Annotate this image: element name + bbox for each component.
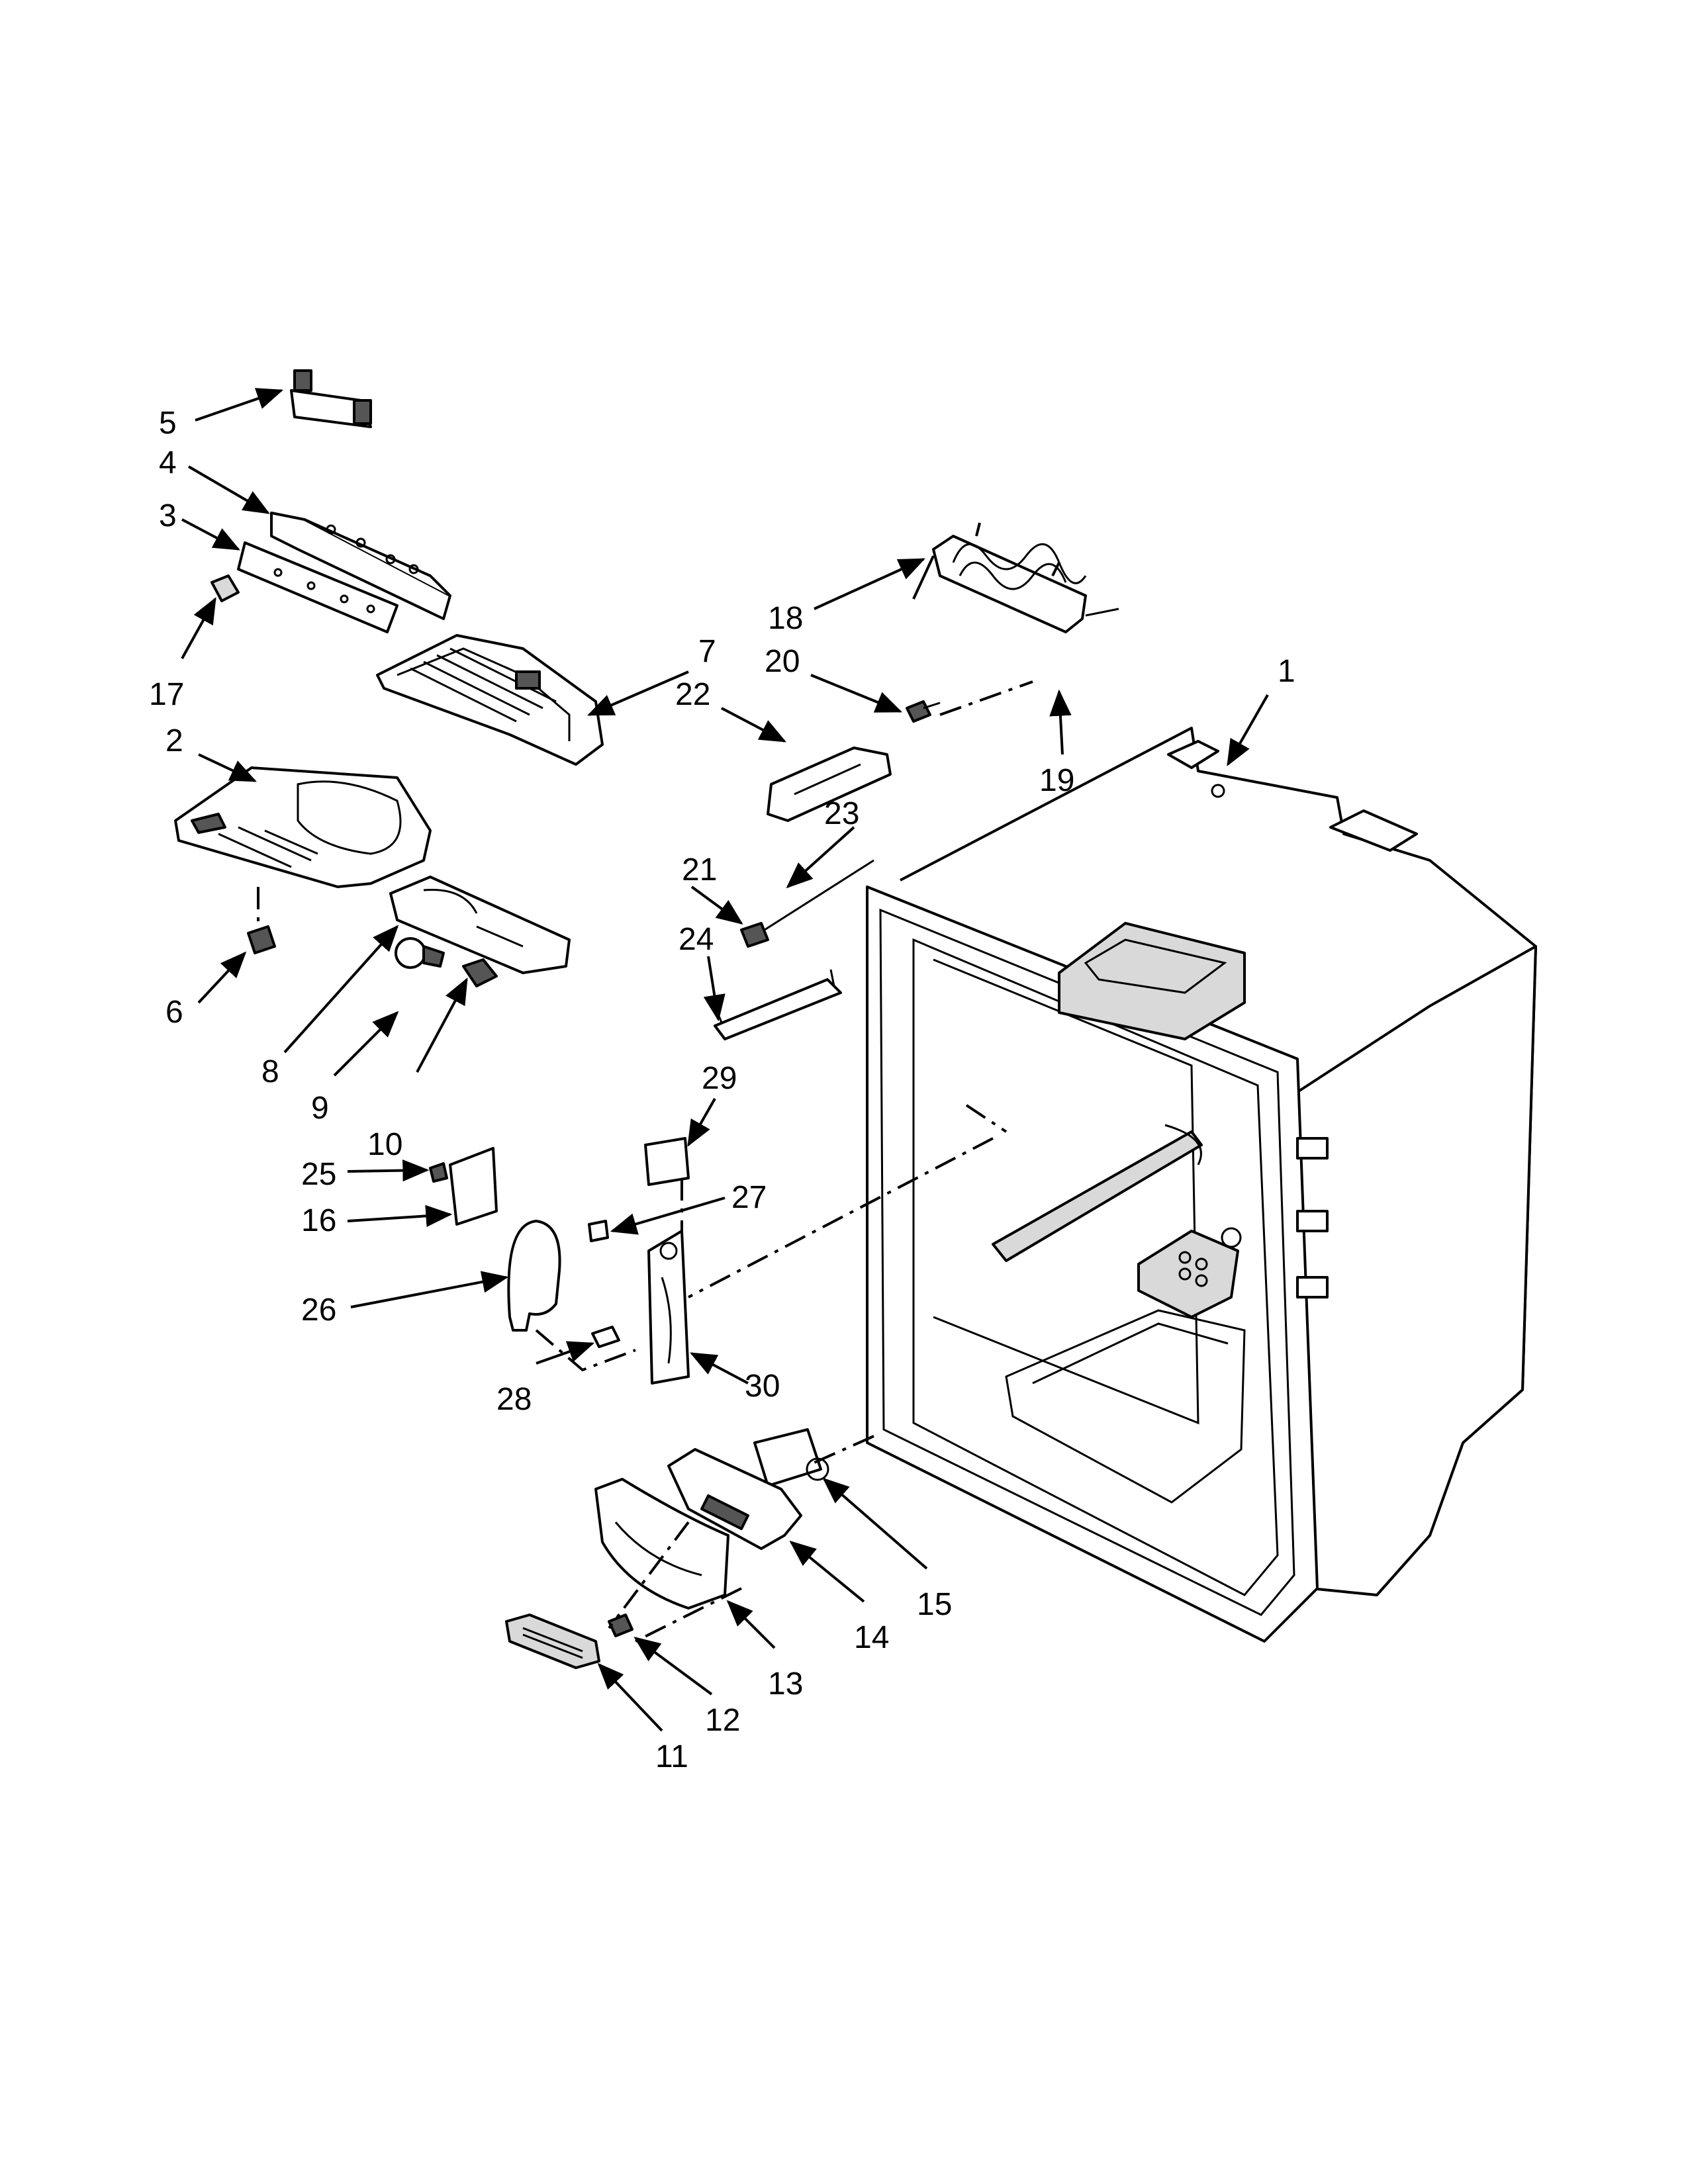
part-8-lamp-housing	[389, 876, 571, 974]
part-17-knob	[211, 574, 240, 602]
part-3-control-board	[237, 541, 399, 633]
callout-19: 19	[1039, 763, 1074, 798]
callout-23: 23	[824, 796, 859, 831]
part-15-valve	[753, 1428, 829, 1487]
callout-12: 12	[705, 1703, 740, 1738]
part-20-screw	[906, 700, 941, 723]
callout-3: 3	[159, 498, 177, 533]
leader-arrows	[181, 388, 1269, 1732]
callout-26: 26	[301, 1293, 336, 1328]
callout-9: 9	[311, 1091, 329, 1126]
callout-8: 8	[261, 1054, 279, 1089]
part-7-cover	[376, 634, 604, 766]
callout-22: 22	[675, 677, 710, 712]
callout-10: 10	[367, 1127, 402, 1162]
callout-7: 7	[698, 634, 716, 669]
part-4-control-housing	[270, 512, 451, 620]
callout-25: 25	[301, 1157, 336, 1192]
part-29-30-housing	[644, 1137, 690, 1385]
callout-1: 1	[1278, 654, 1295, 689]
part-6-switch	[247, 925, 276, 954]
part-26-tube	[507, 1220, 561, 1332]
assembly-lines	[257, 680, 1033, 1643]
part-27-clip	[588, 1220, 609, 1242]
callout-6: 6	[165, 995, 183, 1030]
callout-11: 11	[655, 1739, 688, 1774]
part-25-clip	[429, 1162, 448, 1183]
part-5-bracket	[290, 369, 372, 428]
callout-21: 21	[682, 852, 717, 887]
callout-13: 13	[768, 1666, 803, 1702]
callout-29: 29	[702, 1061, 737, 1096]
part-12-screw	[608, 1614, 633, 1637]
part-16-bracket	[449, 1147, 498, 1226]
callout-20: 20	[765, 644, 800, 679]
part-21-23-24-thermistor	[714, 859, 874, 1040]
part-13-cup	[594, 1478, 729, 1610]
callout-24: 24	[679, 922, 714, 957]
part-22-bracket	[767, 747, 892, 822]
callout-5: 5	[159, 406, 177, 441]
callout-28: 28	[496, 1382, 532, 1417]
part-18-19-heater	[912, 522, 1119, 633]
part-9-bulb	[395, 937, 445, 969]
part-11-grille	[505, 1614, 600, 1669]
callout-15: 15	[917, 1587, 952, 1622]
part-10-socket	[462, 958, 498, 987]
refrigerator-liner	[866, 727, 1537, 1643]
callout-labels: 1 2 3 4 5 6 7 8 9 10 11 12 13 14 15 16 1…	[149, 406, 1295, 1774]
callout-27: 27	[731, 1180, 767, 1215]
part-14-housing	[667, 1448, 802, 1550]
callout-14: 14	[854, 1620, 889, 1655]
part-28-clip	[591, 1326, 620, 1348]
callout-30: 30	[745, 1369, 780, 1404]
callout-17: 17	[149, 677, 184, 712]
callout-16: 16	[301, 1203, 336, 1238]
part-2-housing	[174, 766, 432, 888]
callout-4: 4	[159, 445, 177, 480]
callout-18: 18	[768, 601, 803, 636]
callout-2: 2	[165, 723, 183, 758]
